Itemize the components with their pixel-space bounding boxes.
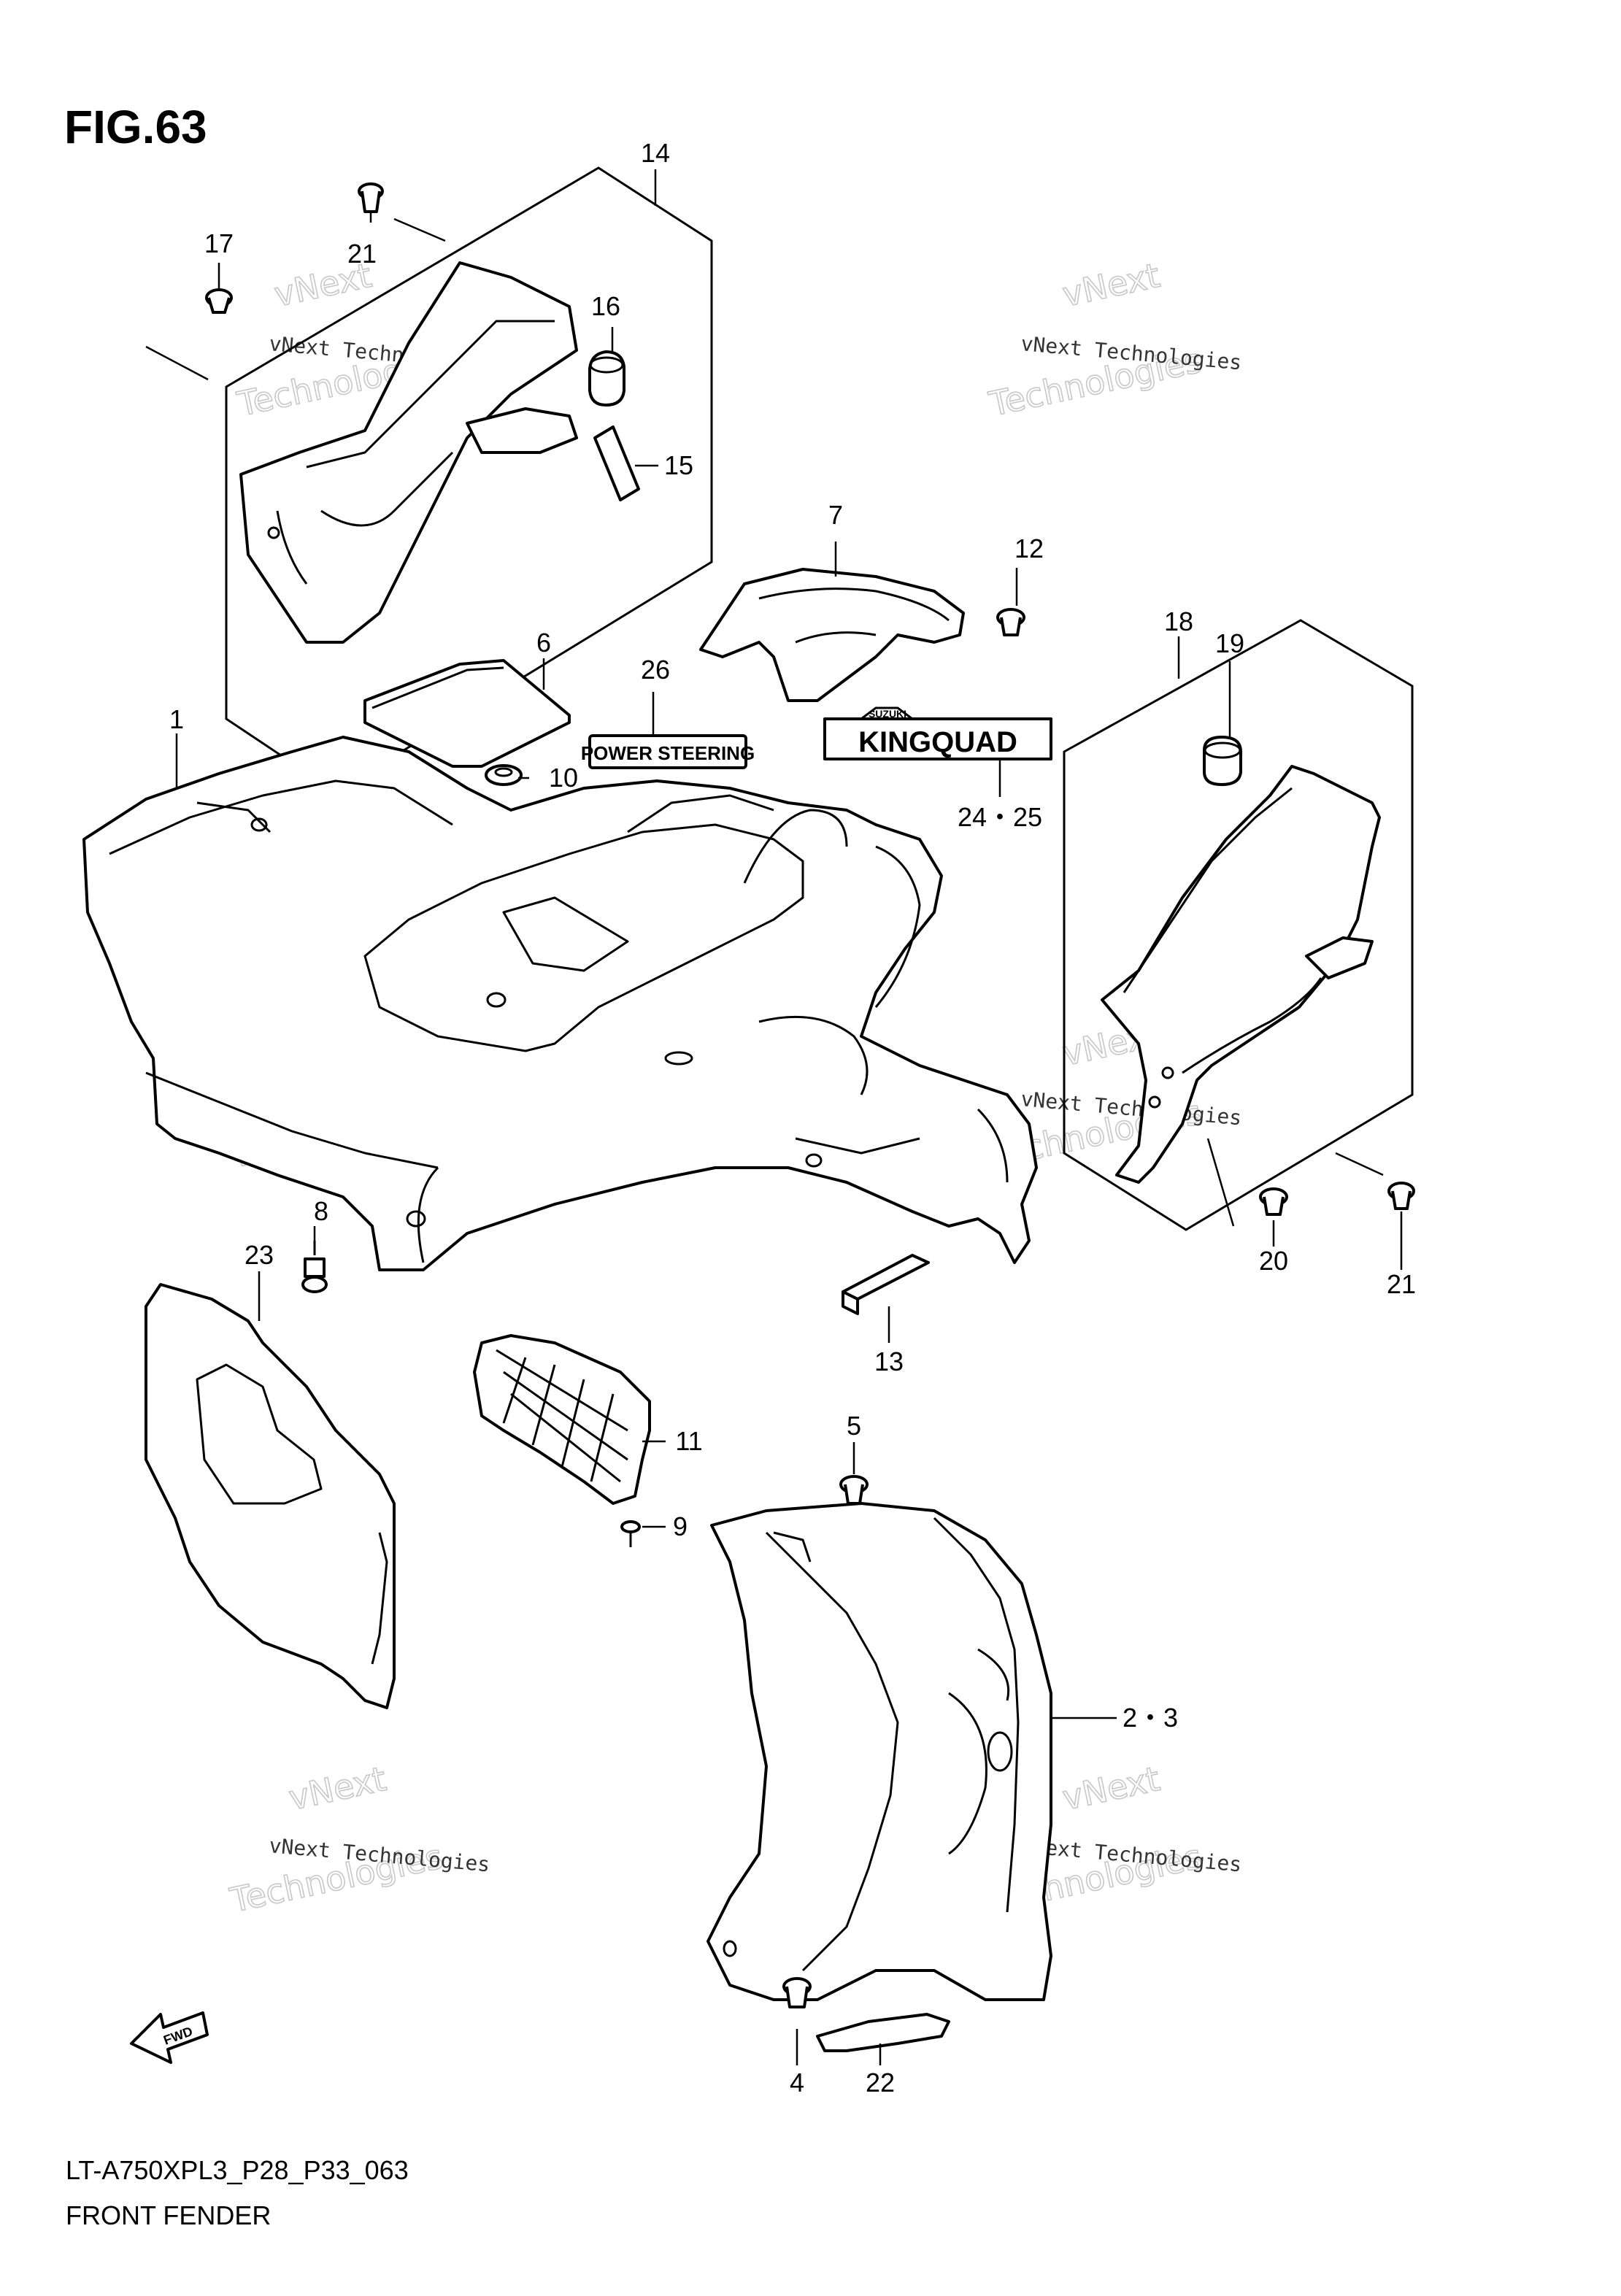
footer-code: LT-A750XPL3_P28_P33_063 [66, 2155, 409, 2185]
callout-10: 10 [549, 763, 578, 793]
callout-21-right: 21 [1387, 1269, 1416, 1299]
callout-4: 4 [790, 2068, 804, 2097]
part-grommet-19 [1203, 736, 1242, 786]
part-front-fender-1 [82, 736, 1038, 1271]
watermark-bottom-left: vNext Technologies vNext Technologies [226, 1758, 490, 1921]
watermark-text: vNext [1059, 255, 1163, 315]
watermark-text: vNext [1059, 1759, 1163, 1818]
part-strip-22 [816, 2013, 950, 2052]
callout-13: 13 [874, 1347, 904, 1376]
decal-brand-text: SUZUKI [869, 708, 906, 720]
footer-name: FRONT FENDER [66, 2200, 271, 2230]
callout-17: 17 [204, 228, 234, 258]
callout-18: 18 [1164, 606, 1193, 636]
part-clip-20 [1259, 1187, 1288, 1216]
part-grommet-16 [588, 350, 625, 407]
group-frame-14 [225, 166, 713, 793]
callout-20: 20 [1259, 1246, 1288, 1276]
part-decal-kingquad: SUZUKI KINGQUAD [823, 706, 1052, 760]
watermark-top-right: vNext Technologies vNext Technologies [985, 255, 1242, 425]
part-bolt-8 [301, 1241, 328, 1293]
callout-5: 5 [847, 1411, 861, 1441]
part-clip-21-top [358, 182, 384, 213]
leader-21-right [1335, 1152, 1384, 1176]
decal-power-steering-text: POWER STEERING [581, 742, 755, 764]
callout-15: 15 [664, 450, 693, 480]
part-lid-6 [363, 659, 571, 768]
watermark-text: vNext [285, 1759, 390, 1818]
part-mud-guard-2-3 [706, 1502, 1052, 2001]
group-frame-18 [1063, 619, 1414, 1231]
leader-lines [175, 169, 1403, 2065]
part-strip-15 [593, 425, 640, 501]
decal-kingquad-text: KINGQUAD [858, 726, 1017, 758]
callout-19: 19 [1215, 628, 1244, 658]
part-clip-12 [996, 608, 1025, 636]
part-inner-panel-right [1101, 765, 1381, 1184]
leader-20 [1206, 1138, 1235, 1227]
part-clip-17 [205, 288, 233, 314]
callout-21-top: 21 [347, 239, 377, 269]
callout-14: 14 [641, 138, 670, 168]
figure-title: FIG.63 [64, 101, 207, 153]
part-clip-21-right [1387, 1182, 1415, 1210]
part-inner-panel-left [239, 261, 578, 644]
leader-17 [145, 345, 209, 381]
part-bolt-4 [782, 1977, 812, 2008]
callout-6: 6 [536, 628, 551, 658]
callout-16: 16 [591, 291, 620, 321]
callout-24-25: 24・25 [958, 802, 1042, 832]
part-screw-9 [620, 1520, 641, 1547]
callout-26: 26 [641, 655, 670, 685]
callout-8: 8 [314, 1196, 328, 1226]
part-grille-11 [473, 1334, 651, 1505]
part-decal-power-steering: POWER STEERING [581, 734, 755, 769]
callout-23: 23 [245, 1240, 274, 1270]
part-clip-5 [839, 1475, 869, 1505]
callout-22: 22 [866, 2068, 895, 2097]
callouts: 14 17 21 16 15 7 12 18 19 6 26 1 10 24・2… [169, 138, 1416, 2097]
leader-21-top [393, 217, 446, 242]
callout-9: 9 [673, 1511, 688, 1541]
callout-11: 11 [675, 1426, 702, 1456]
callout-2-3: 2・3 [1123, 1703, 1178, 1733]
callout-7: 7 [828, 500, 843, 530]
fwd-arrow-icon: FWD [130, 2011, 209, 2064]
callout-12: 12 [1014, 533, 1044, 563]
part-pad-13 [842, 1254, 930, 1315]
part-shield-23 [145, 1283, 396, 1709]
part-cover-7 [699, 568, 965, 702]
part-grommet-10 [485, 764, 523, 786]
callout-1: 1 [169, 704, 184, 734]
